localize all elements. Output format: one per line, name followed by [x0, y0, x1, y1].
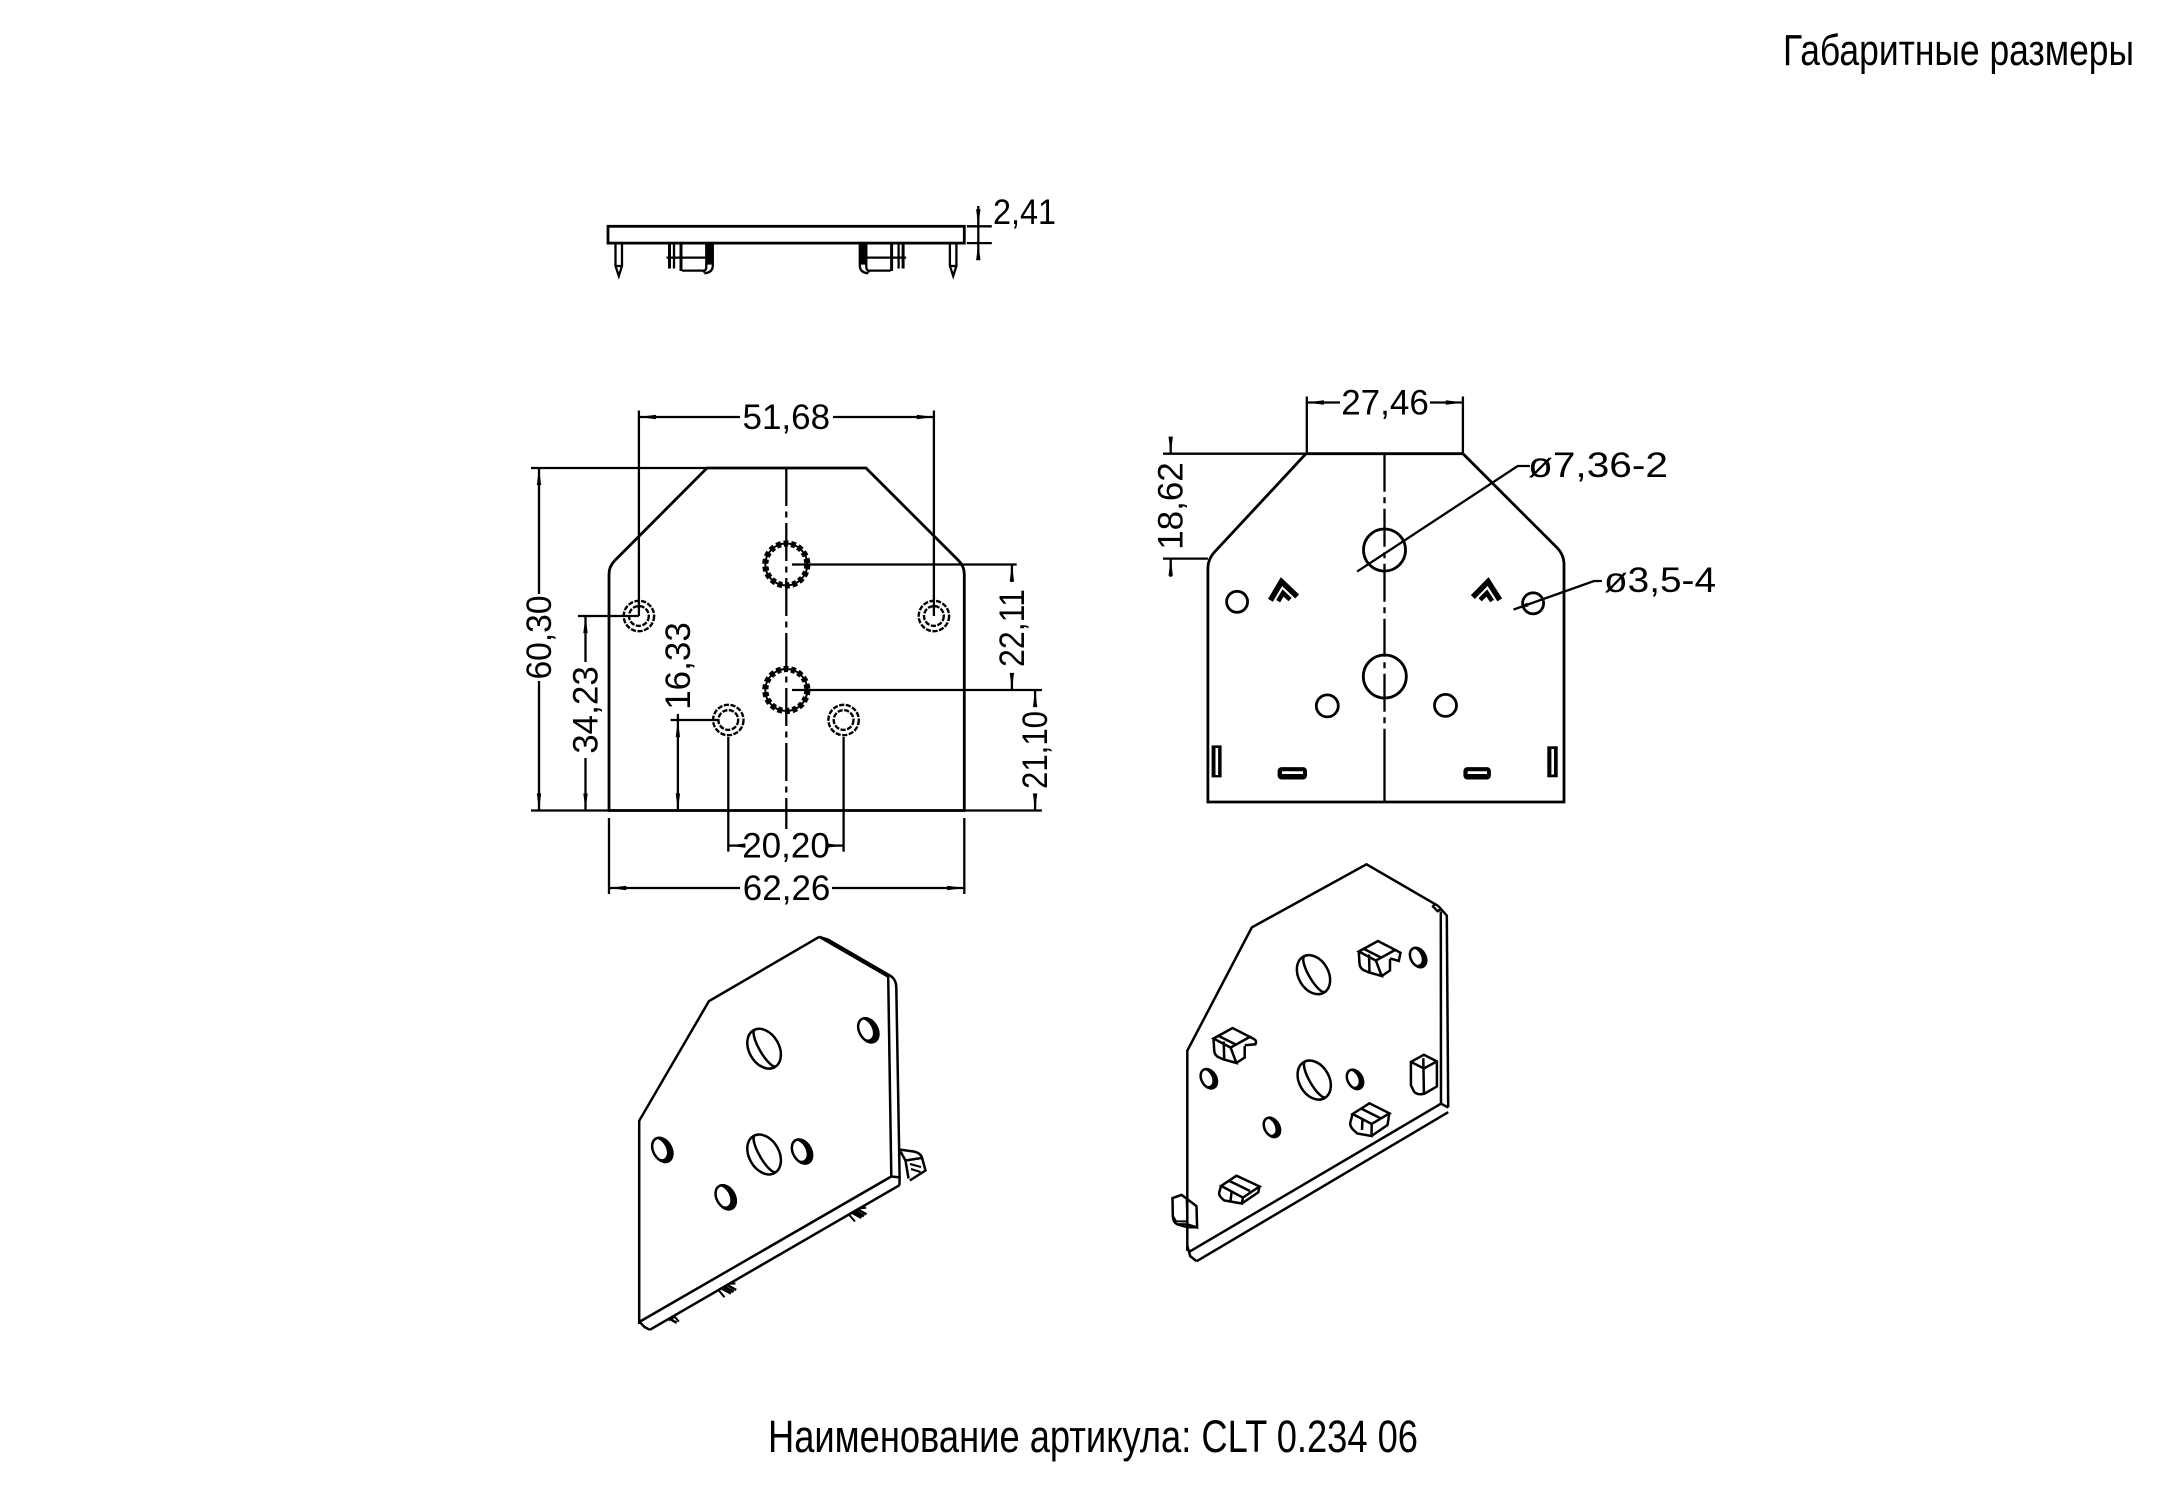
svg-text:Наименование артикула: CLT 0.2: Наименование артикула: CLT 0.234 06: [768, 1411, 1418, 1462]
svg-text:ø7,36-2: ø7,36-2: [1528, 446, 1668, 485]
svg-text:51,68: 51,68: [743, 398, 831, 437]
svg-text:16,33: 16,33: [659, 622, 698, 710]
svg-text:21,10: 21,10: [1016, 711, 1055, 789]
svg-text:20,20: 20,20: [742, 827, 830, 866]
svg-text:34,23: 34,23: [567, 666, 606, 754]
svg-text:2,41: 2,41: [993, 193, 1056, 232]
svg-text:18,62: 18,62: [1152, 462, 1191, 550]
svg-text:ø3,5-4: ø3,5-4: [1604, 561, 1716, 600]
svg-text:27,46: 27,46: [1341, 384, 1429, 423]
svg-text:22,11: 22,11: [993, 589, 1032, 667]
svg-text:60,30: 60,30: [520, 596, 559, 680]
svg-text:Габаритные размеры: Габаритные размеры: [1783, 26, 2134, 75]
svg-text:62,26: 62,26: [743, 869, 831, 908]
